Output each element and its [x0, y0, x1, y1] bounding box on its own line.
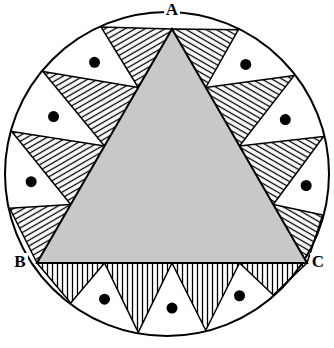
vertex-label: A [164, 1, 180, 20]
dot [301, 180, 312, 191]
dot [234, 290, 245, 301]
hatched-triangle [105, 263, 173, 332]
dot [26, 176, 37, 187]
hatched-triangle [37, 263, 105, 303]
dot [167, 303, 178, 314]
shaded-triangle [37, 29, 307, 263]
hatched-triangle [240, 263, 308, 295]
dot [280, 114, 291, 125]
dot [89, 57, 100, 68]
dot [240, 59, 251, 70]
outer-circle [5, 12, 329, 336]
hatched-triangle [172, 263, 240, 330]
vertex-label: B [12, 253, 27, 272]
vertex-label: C [310, 253, 326, 272]
dot [48, 111, 59, 122]
dot [99, 294, 110, 305]
